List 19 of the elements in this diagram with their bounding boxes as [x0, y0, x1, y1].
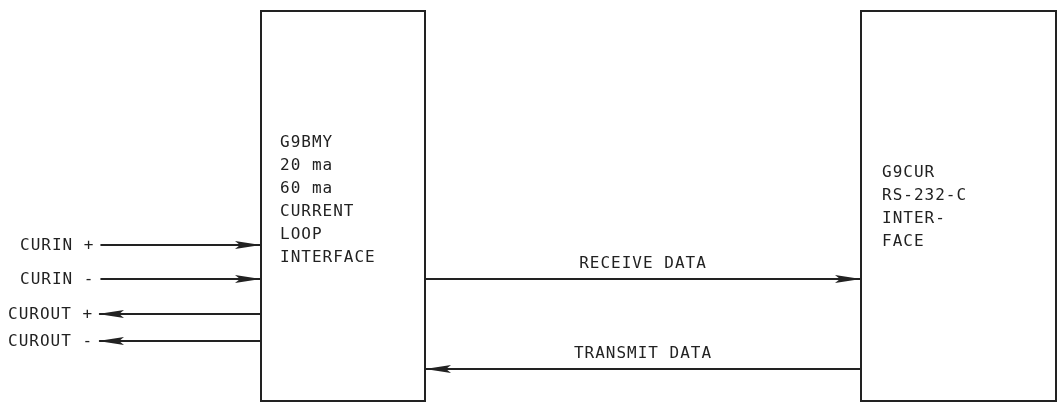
arrow [425, 275, 861, 283]
signal-label: CUROUT + [8, 304, 94, 324]
block-label: G9CUR [882, 161, 937, 183]
arrow [99, 275, 261, 283]
block-label: 60 ma [280, 177, 335, 199]
block-box [860, 10, 1057, 402]
arrow [98, 310, 261, 318]
block-label: CURRENT LOOP INTERFACE [280, 200, 372, 268]
signal-label: CUROUT - [8, 331, 94, 351]
arrow [98, 337, 261, 345]
arrow [425, 365, 861, 373]
block-box [260, 10, 426, 402]
block-label: INTER- FACE [882, 207, 947, 252]
arrow [99, 241, 261, 249]
signal-label: CURIN + [20, 235, 95, 255]
signal-label: CURIN - [20, 269, 95, 289]
block-label: RS-232-C [882, 184, 969, 206]
block-label: G9BMY [280, 131, 335, 153]
block-label: 20 ma [280, 154, 335, 176]
